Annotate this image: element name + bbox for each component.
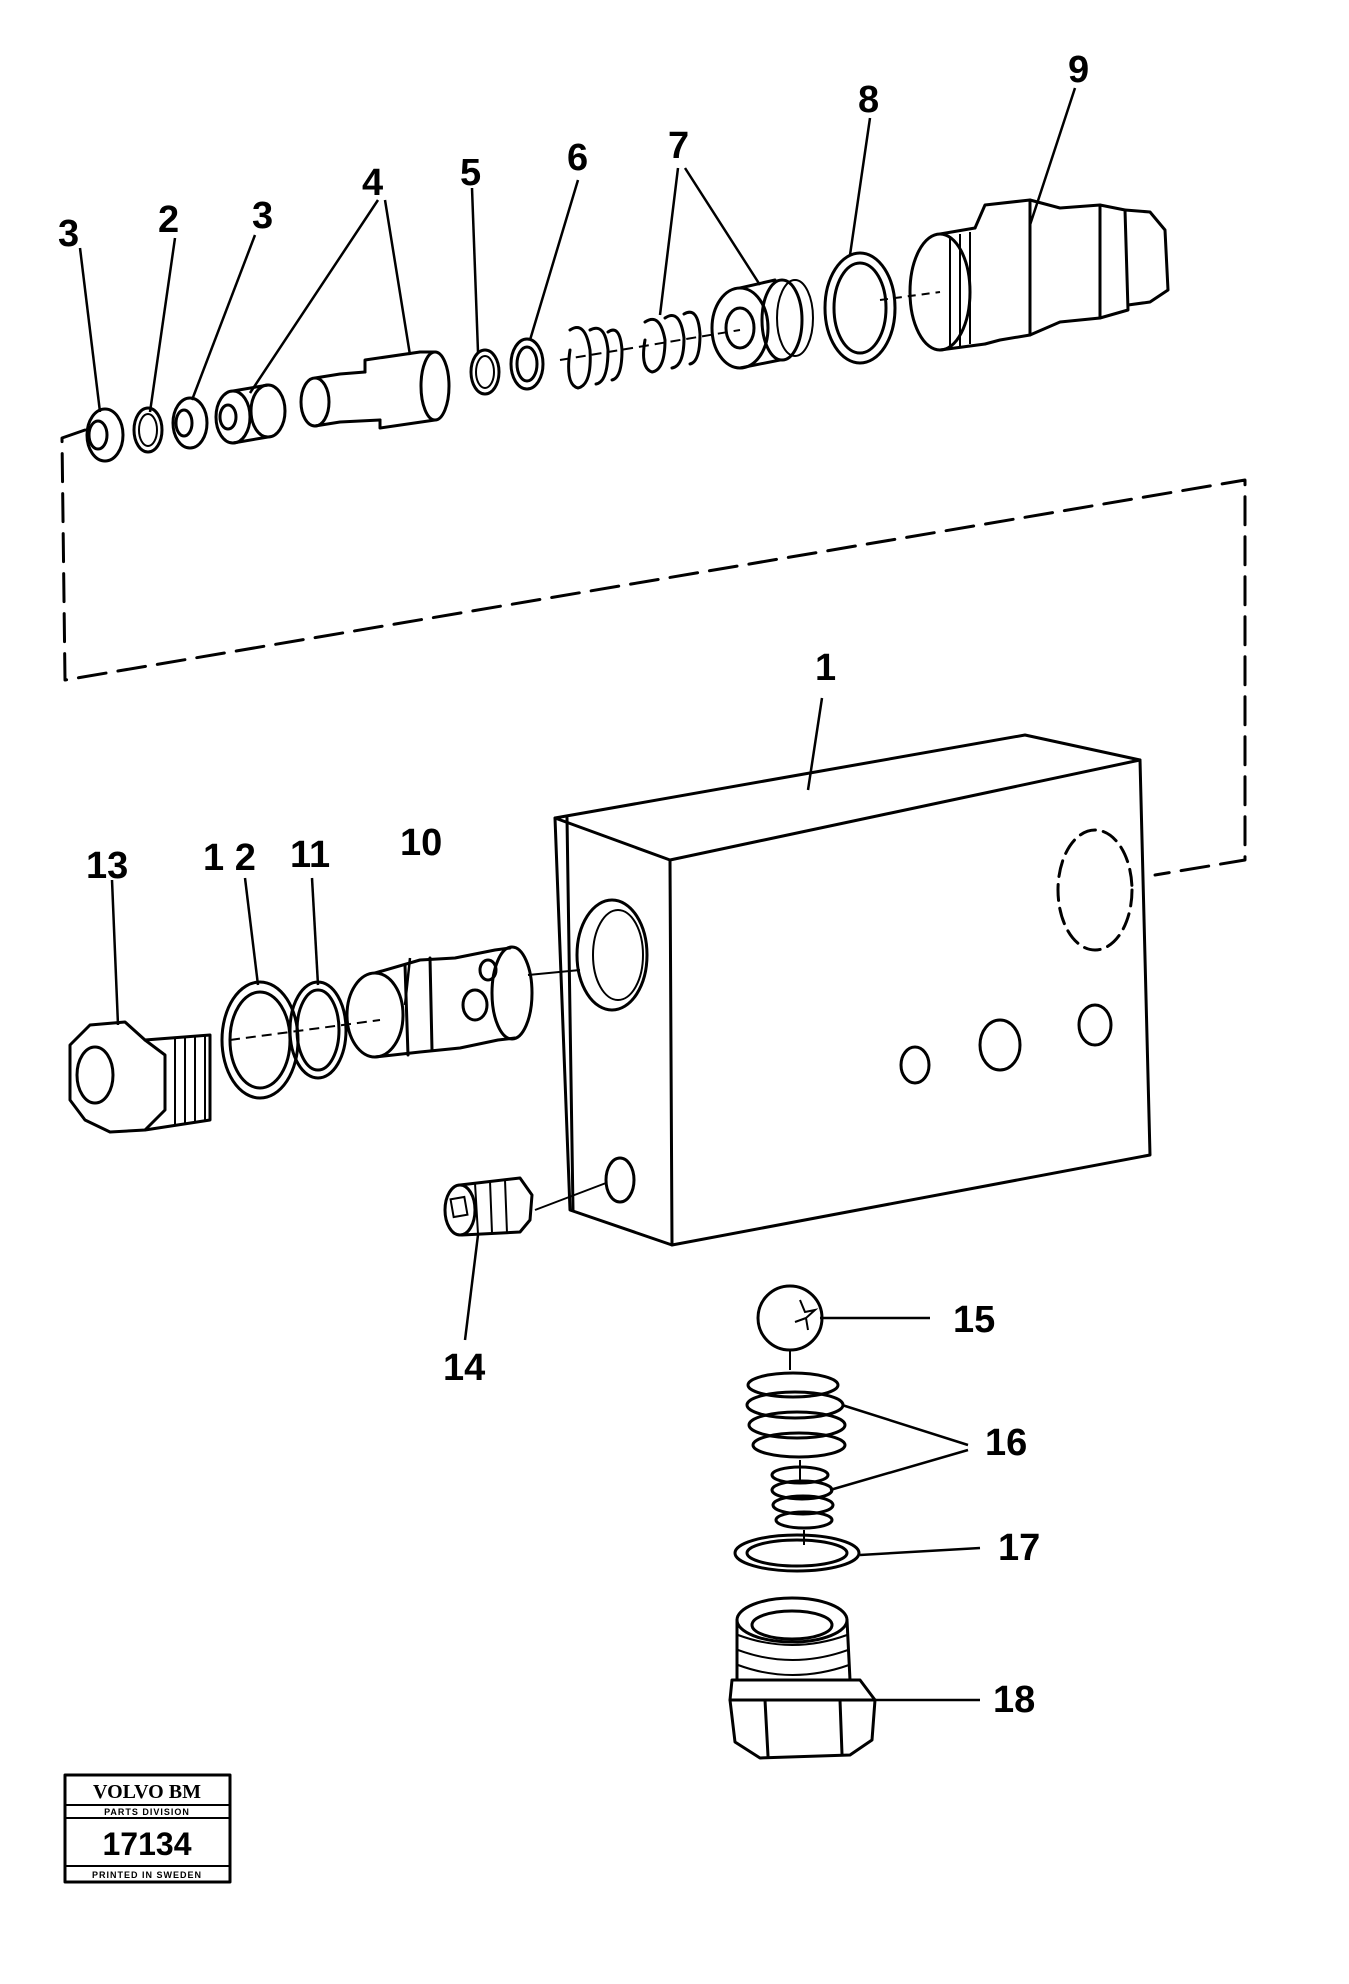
- part-6-ring: [509, 337, 545, 391]
- part-4-piston: [299, 350, 451, 430]
- callout-2: 2: [158, 199, 179, 241]
- stamp-printed: PRINTED IN SWEDEN: [92, 1870, 202, 1880]
- part-10-sleeve: [229, 945, 534, 1059]
- part-16-spring-small: [770, 1465, 835, 1545]
- part-4-piston-sleeve: [214, 383, 287, 445]
- callout-16: 16: [985, 1422, 1027, 1464]
- callout-5: 5: [460, 152, 481, 194]
- stamp-division: PARTS DIVISION: [104, 1807, 190, 1817]
- callout-1: 1: [815, 647, 836, 689]
- callout-8: 8: [858, 79, 879, 121]
- callout-3-left: 3: [58, 213, 79, 255]
- stamp-brand: VOLVO BM: [93, 1781, 201, 1803]
- stamp-number: 17134: [103, 1826, 192, 1862]
- callout-3-right: 3: [252, 195, 273, 237]
- callout-14: 14: [443, 1347, 485, 1389]
- callout-17: 17: [998, 1527, 1040, 1569]
- callout-7: 7: [668, 125, 689, 167]
- part-18-hex-plug: [728, 1596, 877, 1760]
- part-3-seal-left: [85, 407, 125, 463]
- part-16-spring-large: [745, 1371, 847, 1480]
- callout-9: 9: [1068, 49, 1089, 91]
- part-1-valve-block: [527, 733, 1152, 1247]
- assembly-connection-dashed-line: [60, 428, 1247, 877]
- part-17-washer: [733, 1533, 861, 1573]
- part-13-hex-plug: [68, 1020, 212, 1134]
- callout-12: 1 2: [203, 837, 256, 879]
- parts-stamp: VOLVO BM PARTS DIVISION 17134 PRINTED IN…: [63, 1773, 232, 1884]
- part-9-plug: [879, 198, 1170, 352]
- callout-11: 11: [290, 834, 330, 876]
- callout-13: 13: [86, 845, 128, 887]
- part-15-ball: [756, 1284, 824, 1370]
- callout-18: 18: [993, 1679, 1035, 1721]
- part-7-valve-seat: [710, 278, 814, 370]
- part-5-ring: [469, 348, 501, 396]
- part-7-spring-large: [567, 326, 624, 390]
- callout-6: 6: [567, 137, 588, 179]
- part-14-set-screw: [443, 1176, 534, 1237]
- part-8-seal-ring: [823, 251, 897, 365]
- part-7-spring-axis: [559, 329, 741, 361]
- callout-10: 10: [400, 822, 442, 864]
- part-3-seal-right: [171, 396, 209, 450]
- leader-lines: [78, 87, 1077, 1702]
- callout-15: 15: [953, 1299, 995, 1341]
- part-7-spring-small: [642, 310, 702, 374]
- callout-4: 4: [362, 162, 383, 204]
- part-2-ring: [132, 406, 164, 454]
